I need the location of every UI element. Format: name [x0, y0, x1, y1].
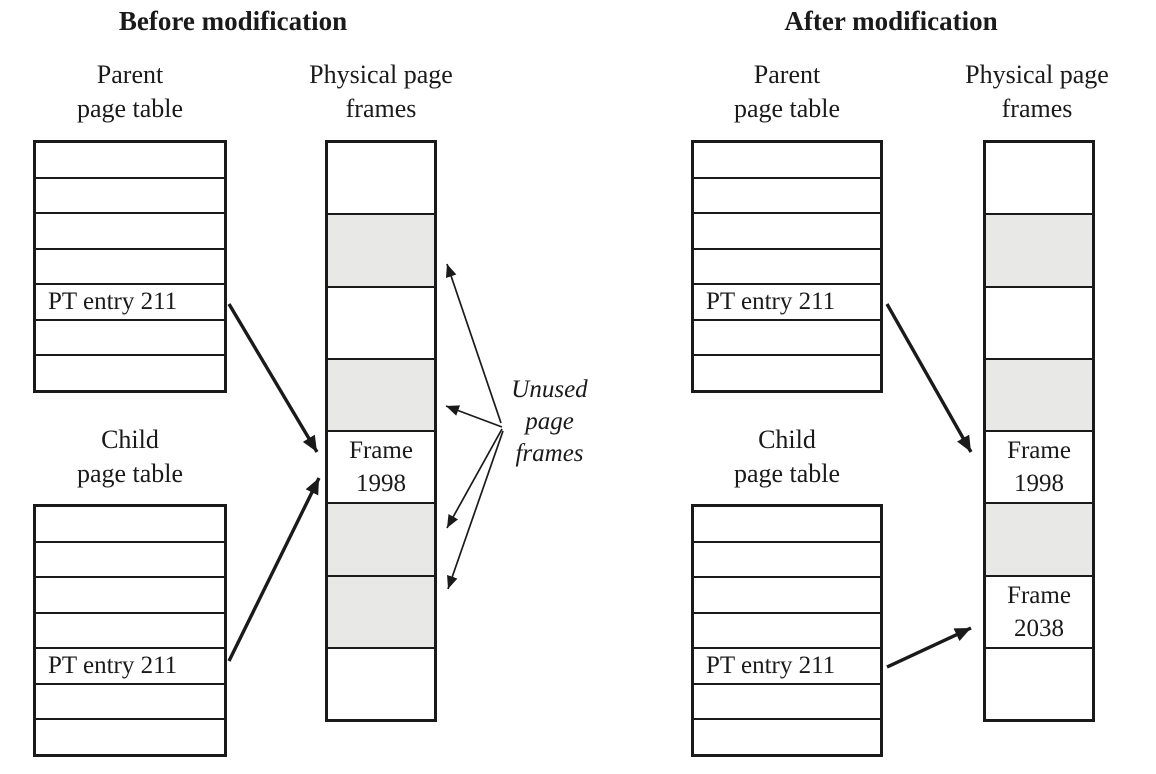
before-child-page-table: PT entry 211	[33, 504, 227, 757]
table-row	[694, 718, 880, 754]
after-physical-page-frames: Frame 1998 Frame 2038	[983, 140, 1095, 722]
arrow-before-parent-to-frame-1998	[227, 303, 319, 453]
after-child-table-label: Child page table	[733, 425, 841, 488]
frame-cell	[986, 502, 1092, 575]
after-child-page-table: PT entry 211	[691, 504, 883, 757]
table-row	[694, 143, 880, 177]
table-row	[36, 611, 224, 648]
before-child-table-label: Child page table	[76, 425, 184, 488]
before-parent-table-label: Parent page table	[76, 60, 184, 123]
frame-cell	[986, 285, 1092, 358]
frame-cell	[986, 357, 1092, 430]
frame-cell	[328, 285, 434, 358]
before-physical-frames-label: Physical page frames	[309, 60, 453, 123]
frame-cell	[986, 646, 1092, 719]
pt-entry-211-row: PT entry 211	[36, 647, 224, 683]
before-parent-page-table: PT entry 211	[33, 140, 227, 393]
table-row	[694, 682, 880, 719]
table-row	[36, 176, 224, 213]
before-modification-title: Before modification	[118, 6, 348, 36]
table-row	[36, 576, 224, 612]
table-row	[694, 247, 880, 284]
table-row	[694, 354, 880, 390]
table-row	[694, 540, 880, 577]
after-physical-frames-label: Physical page frames	[965, 60, 1109, 123]
frame-2038-cell: Frame 2038	[986, 574, 1092, 647]
table-row	[694, 176, 880, 213]
table-row	[694, 576, 880, 612]
frame-cell	[328, 143, 434, 214]
table-row	[694, 318, 880, 355]
frame-cell	[328, 646, 434, 719]
before-physical-page-frames: Frame 1998	[325, 140, 437, 722]
table-row	[36, 718, 224, 754]
table-row	[36, 354, 224, 390]
frame-cell	[328, 502, 434, 575]
frame-cell	[986, 213, 1092, 286]
frame-cell	[328, 213, 434, 286]
frame-cell	[328, 574, 434, 647]
table-row	[36, 540, 224, 577]
table-row	[694, 611, 880, 648]
pt-entry-211-row: PT entry 211	[694, 283, 880, 319]
table-row	[36, 507, 224, 541]
unused-page-frames-annotation: Unused page frames	[511, 376, 588, 467]
table-row	[694, 212, 880, 248]
frame-1998-cell: Frame 1998	[328, 430, 434, 503]
arrow-after-child-to-frame-2038	[886, 626, 972, 669]
table-row	[694, 507, 880, 541]
table-row	[36, 682, 224, 719]
after-modification-title: After modification	[784, 6, 998, 36]
pt-entry-211-row: PT entry 211	[694, 647, 880, 683]
arrow-before-child-to-frame-1998	[227, 477, 321, 662]
after-parent-table-label: Parent page table	[733, 60, 841, 123]
arrow-after-parent-to-frame-1998	[885, 303, 973, 453]
frame-cell	[328, 357, 434, 430]
pt-entry-211-row: PT entry 211	[36, 283, 224, 319]
table-row	[36, 212, 224, 248]
table-row	[36, 143, 224, 177]
frame-cell	[986, 143, 1092, 214]
frame-1998-cell: Frame 1998	[986, 430, 1092, 503]
table-row	[36, 318, 224, 355]
after-parent-page-table: PT entry 211	[691, 140, 883, 393]
table-row	[36, 247, 224, 284]
